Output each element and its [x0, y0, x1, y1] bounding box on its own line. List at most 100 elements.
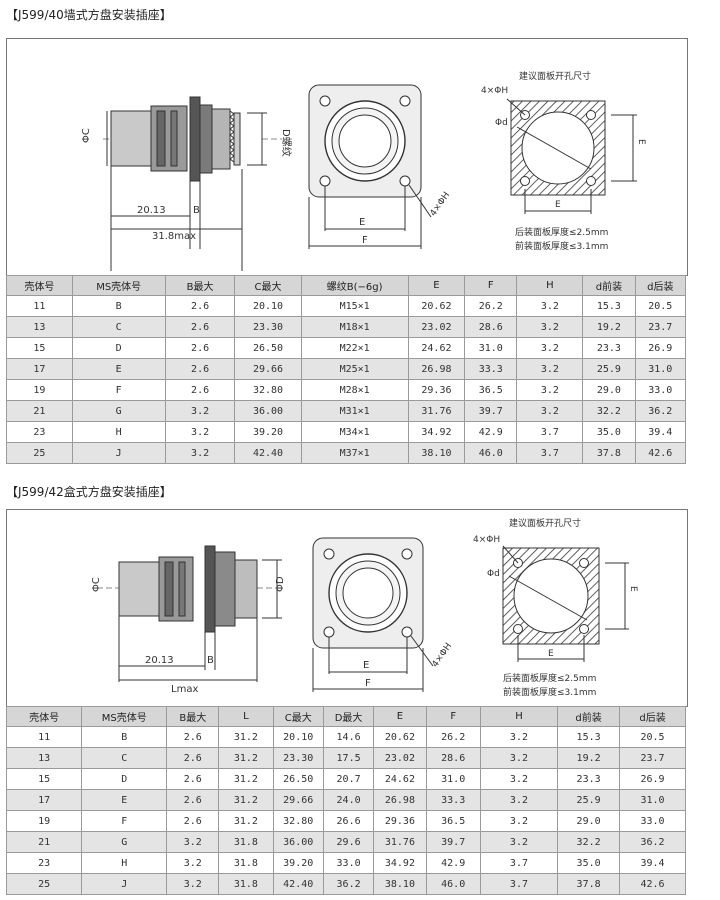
table-cell: 3.2	[479, 726, 559, 748]
table-cell: 29.0	[582, 379, 636, 401]
table-cell: 31.76	[373, 831, 427, 853]
table-cell: D	[81, 768, 168, 790]
side-view	[97, 545, 282, 682]
table-cell: 23	[6, 421, 73, 443]
table-cell: 20.10	[272, 726, 324, 748]
table-cell: 36.5	[464, 379, 518, 401]
table-cell: 17	[6, 358, 73, 380]
table-header: L	[218, 706, 274, 727]
cutout-title: 建议面板开孔尺寸	[519, 70, 591, 82]
table-cell: 36.2	[619, 831, 686, 853]
label-d-thread: D螺纹	[280, 129, 293, 157]
section1-spec-table: 壳体号 MS壳体号 B最大 C最大 螺纹B(−6g) E F H d前装 d后装…	[6, 275, 687, 464]
table-cell: 3.2	[516, 295, 584, 317]
table-cell: 42.40	[234, 442, 302, 464]
table-header: 壳体号	[6, 275, 73, 296]
table-cell: 23.02	[373, 747, 427, 769]
table-cell: B	[81, 726, 168, 748]
table-cell: 39.7	[464, 400, 518, 422]
table-cell: 34.92	[373, 852, 427, 874]
table-cell: 21	[5, 831, 83, 853]
table-cell: 24.62	[373, 768, 427, 790]
table-cell: 23.7	[619, 747, 686, 769]
label-f: F	[365, 678, 371, 689]
table-cell: 23.3	[557, 768, 621, 790]
table-cell: 36.5	[425, 810, 481, 832]
table-cell: 38.10	[373, 873, 427, 895]
table-cell: 32.80	[234, 379, 302, 401]
table-cell: 33.3	[425, 789, 481, 811]
table-header: MS壳体号	[71, 275, 166, 296]
table-header: E	[373, 706, 427, 727]
table-cell: M34×1	[300, 421, 409, 443]
table-header: B最大	[164, 275, 236, 296]
table-cell: 25	[6, 442, 73, 464]
table-cell: H	[71, 421, 166, 443]
table-cell: J	[71, 442, 166, 464]
table-cell: 15.3	[557, 726, 621, 748]
table-cell: 2.6	[166, 726, 220, 748]
table-cell: 31.0	[425, 768, 481, 790]
table-cell: 37.8	[582, 442, 636, 464]
table-cell: 25.9	[557, 789, 621, 811]
label-318max: 31.8max	[152, 231, 196, 242]
table-cell: 2.6	[164, 379, 236, 401]
table-cell: C	[81, 747, 168, 769]
cutout-e-vertical: E	[636, 139, 646, 145]
table-cell: 2.6	[164, 337, 236, 359]
table-cell: 15	[5, 768, 83, 790]
table-cell: 36.2	[634, 400, 687, 422]
table-cell: E	[71, 358, 166, 380]
table-cell: 29.36	[373, 810, 427, 832]
section1-title: 【J599/40墙式方盘安装插座】	[6, 8, 172, 22]
table-cell: 29.66	[272, 789, 324, 811]
table-cell: 3.2	[479, 768, 559, 790]
table-cell: 32.80	[272, 810, 324, 832]
table-cell: 2.6	[166, 747, 220, 769]
table-cell: F	[81, 810, 168, 832]
table-cell: 42.40	[272, 873, 324, 895]
table-cell: 20.5	[619, 726, 686, 748]
label-b: B	[207, 655, 214, 666]
note-rear-panel: 后装面板厚度≤2.5mm	[503, 672, 596, 684]
table-cell: 2.6	[166, 768, 220, 790]
table-cell: 31.2	[218, 747, 274, 769]
table-header: d后装	[619, 706, 686, 727]
label-f: F	[362, 235, 368, 246]
table-cell: 24.0	[322, 789, 375, 811]
table-cell: 23.02	[407, 316, 466, 338]
table-cell: 23.30	[272, 747, 324, 769]
table-cell: 3.7	[516, 421, 584, 443]
note-front-panel: 前装面板厚度≤3.1mm	[515, 240, 608, 252]
section2-title: 【J599/42盒式方盘安装插座】	[6, 485, 172, 499]
table-cell: 19.2	[557, 747, 621, 769]
table-header: 壳体号	[5, 706, 83, 727]
table-header: D最大	[322, 706, 375, 727]
table-cell: 35.0	[582, 421, 636, 443]
table-cell: 11	[5, 726, 83, 748]
table-header: F	[425, 706, 481, 727]
table-cell: 15	[6, 337, 73, 359]
table-cell: 26.9	[619, 768, 686, 790]
table-cell: 20.10	[234, 295, 302, 317]
table-cell: G	[71, 400, 166, 422]
table-header: H	[516, 275, 584, 296]
table-cell: 3.2	[166, 852, 220, 874]
table-cell: 29.6	[322, 831, 375, 853]
table-header: C最大	[234, 275, 302, 296]
table-cell: 3.2	[164, 442, 236, 464]
table-cell: M25×1	[300, 358, 409, 380]
table-cell: 39.4	[619, 852, 686, 874]
label-4h: 4×ΦH	[430, 641, 454, 669]
table-cell: 26.6	[322, 810, 375, 832]
table-cell: 3.7	[479, 873, 559, 895]
table-cell: 13	[5, 747, 83, 769]
table-cell: 11	[6, 295, 73, 317]
table-cell: F	[71, 379, 166, 401]
